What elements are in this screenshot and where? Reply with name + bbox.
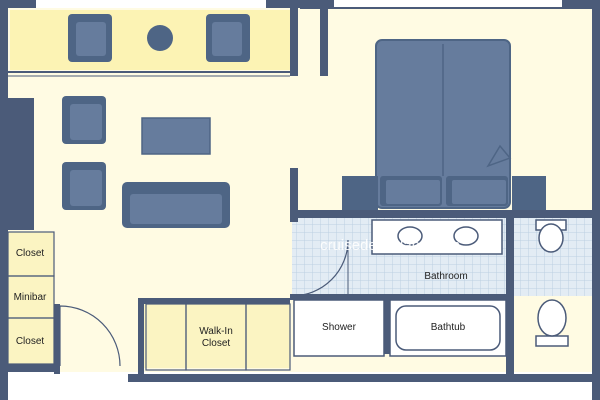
bathroom-fixtures — [293, 219, 569, 357]
wall-bottom — [128, 374, 600, 382]
toilet-bottom — [537, 299, 567, 337]
minibar-label: Minibar — [14, 292, 47, 303]
shower-label: Shower — [322, 322, 357, 333]
wall-left — [0, 0, 8, 400]
wall-toilet — [506, 210, 514, 374]
toilet-tank-bottom — [535, 335, 569, 347]
wall-partition-upper-b — [320, 0, 328, 76]
bed — [342, 39, 546, 210]
wall-top-left — [0, 0, 36, 8]
closet-bottom-box — [7, 317, 55, 365]
toilet-top — [538, 223, 564, 253]
walk-in-closet-label-line2: Closet — [202, 338, 231, 349]
balcony-table — [147, 25, 173, 51]
walk-in-shelf-right — [245, 303, 291, 371]
closet-bottom-label: Closet — [16, 336, 45, 347]
wall-top-mid — [266, 0, 334, 8]
closet-top-label: Closet — [16, 248, 45, 259]
closet-units — [7, 231, 291, 371]
bathroom-door — [291, 239, 349, 297]
shower-stall — [293, 299, 385, 357]
bathtub-basin — [395, 305, 501, 351]
bed-corner-fold — [486, 144, 512, 168]
living-furniture — [62, 96, 230, 228]
sink-right — [453, 226, 479, 246]
sink-left — [397, 226, 423, 246]
entry-door — [59, 305, 121, 367]
nightstand-right — [512, 176, 546, 210]
wall-shower-tub — [384, 298, 390, 354]
wall-bottom-left — [0, 364, 60, 372]
watermark-text: cruisedeckplans.com — [320, 237, 460, 254]
nightstand-left — [342, 176, 378, 210]
wall-niche — [8, 98, 34, 230]
bathroom-label: Bathroom — [424, 271, 467, 282]
wall-bath-top — [290, 210, 592, 218]
wall-top-right — [562, 0, 600, 8]
closet-unit-area — [8, 232, 54, 364]
walk-in-closet-label-line1: Walk-In — [199, 326, 233, 337]
doors — [59, 239, 349, 367]
wall-partition-upper — [290, 0, 298, 76]
wall-entry — [54, 304, 60, 374]
wall-bath-left — [290, 168, 298, 222]
bathtub-label: Bathtub — [431, 322, 466, 333]
coffee-table — [141, 117, 211, 155]
wall-closet-left — [138, 298, 144, 374]
wall-closet-top — [138, 298, 290, 304]
walk-in-closet-area — [142, 302, 290, 368]
wall-bath-bottom — [290, 294, 512, 300]
wall-right — [592, 0, 600, 400]
vanity — [371, 219, 503, 255]
balcony-furniture — [68, 14, 250, 62]
